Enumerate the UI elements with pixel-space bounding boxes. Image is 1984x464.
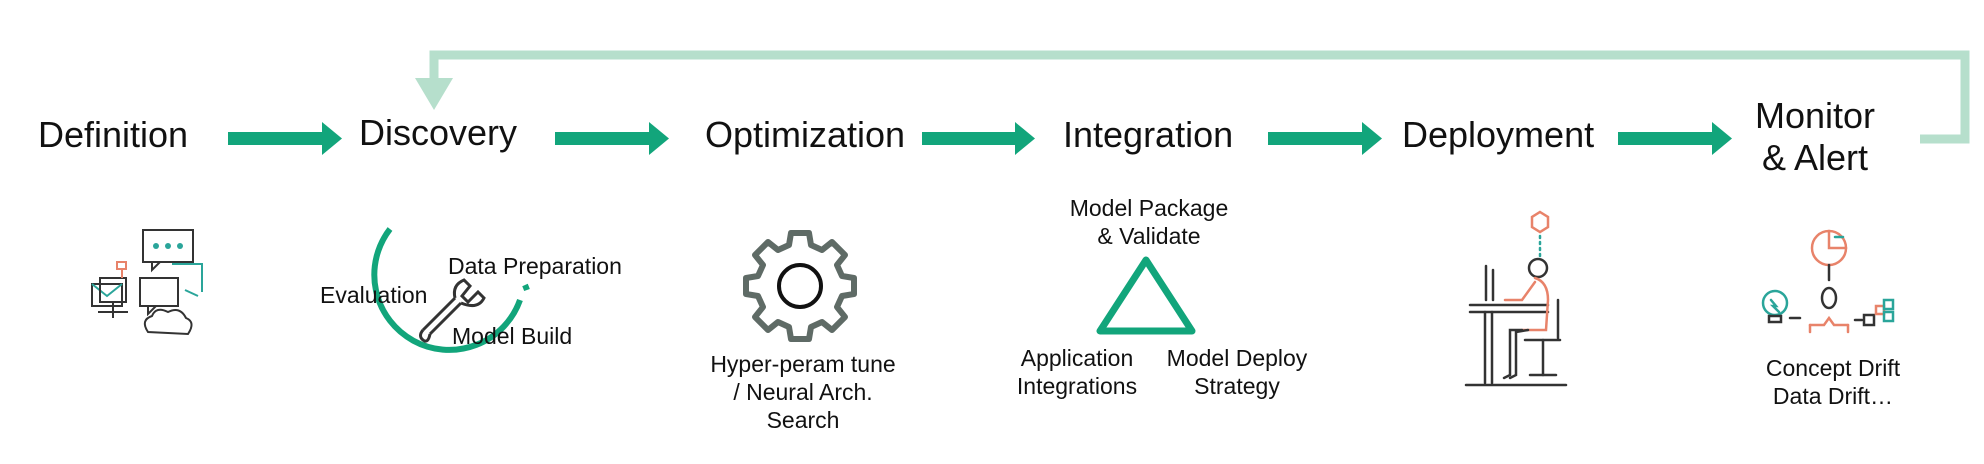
gear-icon [743,230,857,342]
feedback-loop-line [429,50,1970,144]
label-data-drift: Data Drift… [1772,383,1894,409]
stage-title-discovery: Discovery [359,112,518,153]
analytics-icon [1761,229,1895,334]
flow-arrow-3 [922,122,1035,155]
label-hyperparam-line1: Hyper-peram tune [710,351,896,377]
person-at-desk-icon [1464,210,1568,387]
wrench-icon [419,278,486,343]
label-strategy: Strategy [1194,373,1280,399]
label-hyperparam-line3: Search [766,407,840,433]
communication-icon [91,229,203,336]
label-evaluation: Evaluation [320,282,428,308]
flow-arrow-2 [555,122,669,155]
label-application: Application [1020,345,1134,371]
label-model-deploy: Model Deploy [1166,345,1308,371]
label-hyperparam-line2: / Neural Arch. [733,379,873,405]
stage-title-optimization: Optimization [705,114,906,155]
flow-arrow-5 [1618,122,1732,155]
feedback-arrowhead [415,78,453,110]
discovery-cycle [371,227,530,353]
integration-triangle [1096,256,1196,335]
label-model-package: Model Package [1069,195,1229,221]
stage-title-integration: Integration [1063,114,1234,155]
label-data-preparation: Data Preparation [448,253,622,279]
stage-title-definition: Definition [38,114,189,155]
stage-title-monitor: Monitor [1755,95,1876,136]
label-concept-drift: Concept Drift [1765,355,1901,381]
stage-title-deployment: Deployment [1402,114,1595,155]
label-integrations: Integrations [1016,373,1138,399]
stage-title-alert: & Alert [1762,137,1869,178]
flow-arrow-4 [1268,122,1382,155]
label-model-build: Model Build [452,323,573,349]
label-validate: & Validate [1097,223,1201,249]
flow-arrow-1 [228,122,342,155]
